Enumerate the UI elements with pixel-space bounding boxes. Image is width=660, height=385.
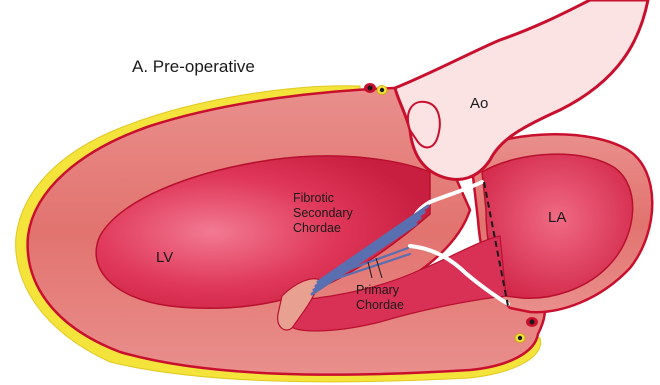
diagram-title: A. Pre-operative — [132, 57, 255, 76]
label-la: LA — [548, 209, 566, 226]
label-ao: Ao — [470, 95, 488, 112]
label-primary-line-1: Primary — [356, 283, 400, 297]
label-lv: LV — [156, 249, 173, 266]
label-primary-line-2: Chordae — [356, 298, 404, 312]
label-secondary-line-2: Secondary — [293, 206, 354, 220]
label-secondary-line-1: Fibrotic — [293, 191, 334, 205]
label-secondary-line-3: Chordae — [293, 221, 341, 235]
